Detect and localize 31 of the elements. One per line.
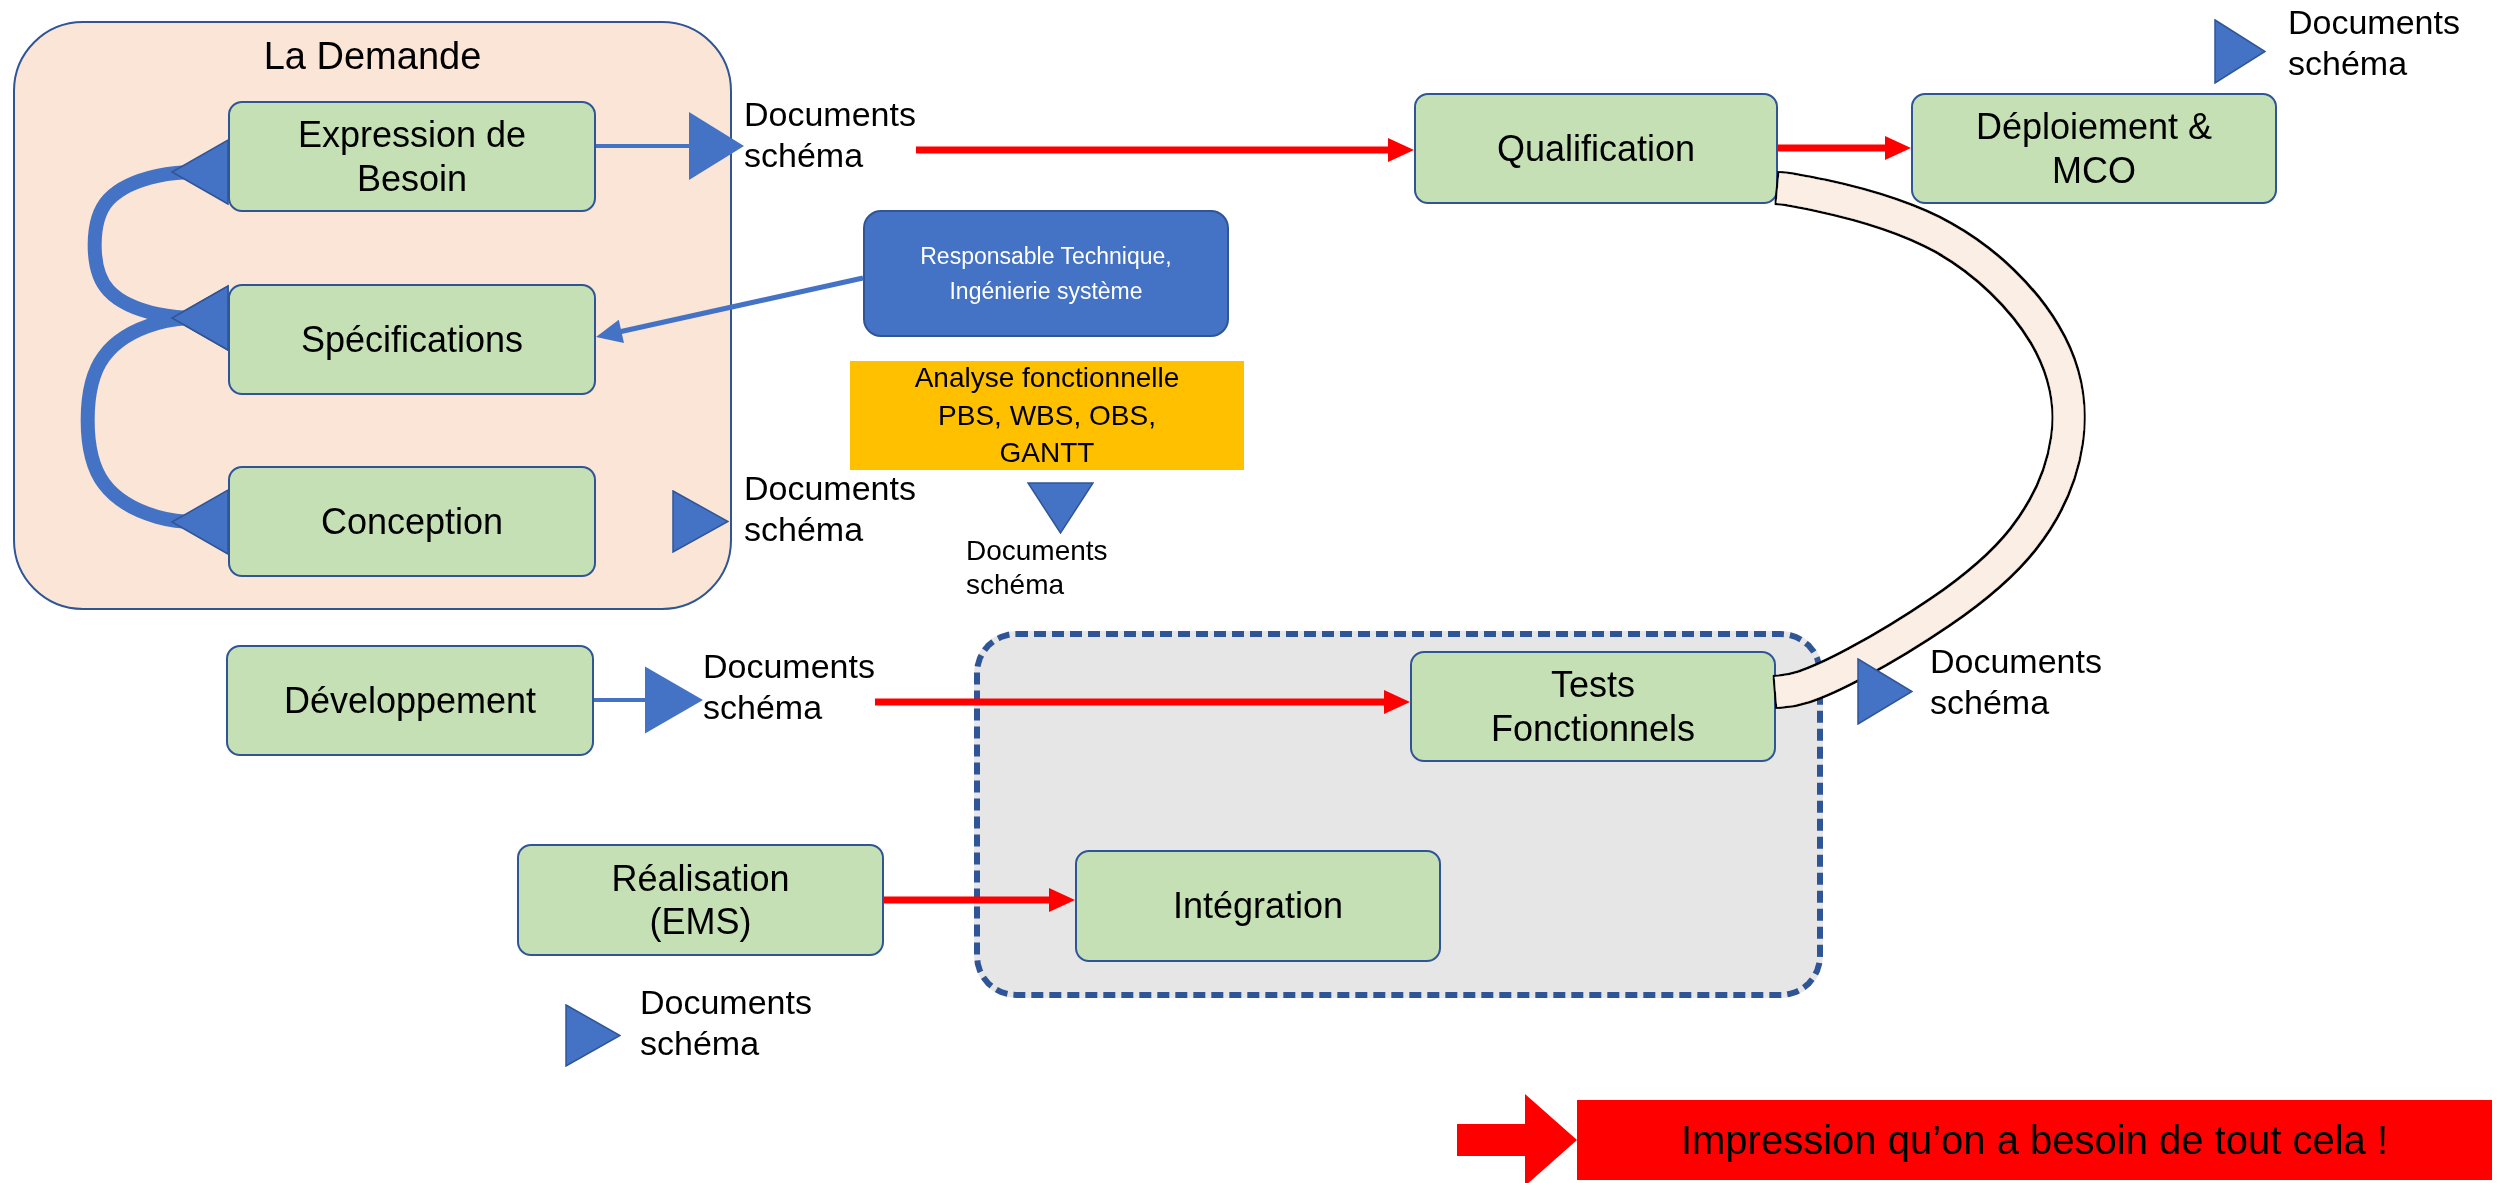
process-box: Intégration — [1075, 850, 1441, 962]
curved-arrow — [80, 285, 229, 555]
arrow — [596, 275, 864, 344]
caption-text: Documents schéma — [966, 534, 1108, 602]
caption-text: Documents schéma — [1930, 641, 2102, 723]
message-banner: Impression qu’on a besoin de tout cela ! — [1577, 1100, 2492, 1180]
dashed-group-box — [974, 631, 1823, 998]
arrow — [884, 888, 1075, 912]
role-box: Responsable Technique, Ingénierie système — [863, 210, 1229, 337]
group-title: La Demande — [262, 35, 483, 78]
process-box: Développement — [226, 645, 594, 756]
triangle-arrow — [594, 666, 703, 734]
arrow — [874, 690, 1410, 714]
group-container — [13, 21, 732, 610]
process-box: Conception — [228, 466, 596, 577]
arrow — [915, 138, 1414, 162]
method-box: Analyse fonctionnelle PBS, WBS, OBS, GANTT — [850, 361, 1244, 470]
caption-text: Documents schéma — [2288, 2, 2460, 84]
caption-text: Documents schéma — [744, 468, 916, 550]
triangle-arrow — [596, 112, 744, 180]
caption-text: Documents schéma — [744, 94, 916, 176]
caption-text: Documents schéma — [703, 646, 875, 728]
arrow — [1778, 136, 1911, 160]
process-box: Déploiement & MCO — [1911, 93, 2277, 204]
process-box: Qualification — [1414, 93, 1778, 204]
process-box: Expression de Besoin — [228, 101, 596, 212]
process-box: Réalisation (EMS) — [517, 844, 884, 956]
process-box: Spécifications — [228, 284, 596, 395]
block-arrow — [1457, 1094, 1577, 1183]
process-box: Tests Fonctionnels — [1410, 651, 1776, 762]
caption-text: Documents schéma — [640, 982, 812, 1064]
